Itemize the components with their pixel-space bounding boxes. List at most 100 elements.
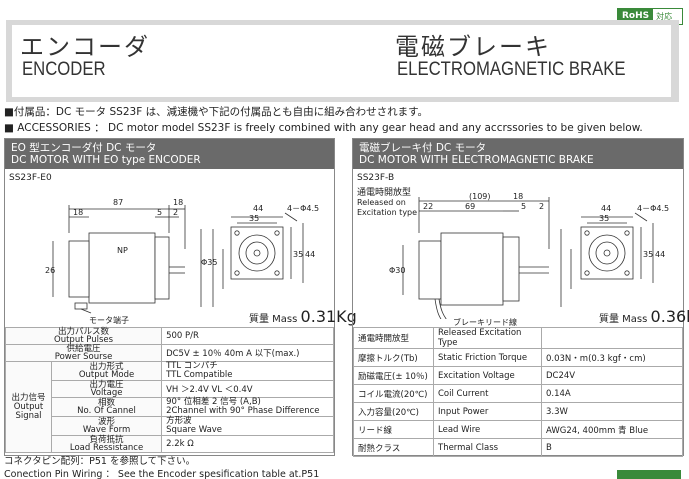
spec-label-en: Wave Form: [82, 425, 131, 435]
spec-label-jp: 相数: [98, 398, 116, 408]
table-row: 出力電圧 Voltage VH ＞2.4V VL ＜0.4V: [6, 380, 334, 398]
brk-dim-35v: 35: [643, 250, 653, 259]
enc-np-label: NP: [117, 246, 128, 255]
brk-dim-35: 35: [599, 214, 609, 223]
spec-value: 500 P/R: [161, 327, 334, 345]
brk-dim-44v: 44: [655, 250, 665, 259]
enc-dim-35v: 35: [293, 250, 303, 259]
spec-label-en: Load Ressistance: [69, 443, 144, 453]
spec-value-line2: Square Wave: [166, 425, 223, 435]
enc-dim-holes: 4－Φ4.5: [287, 204, 319, 213]
spec-label-en: Static Friction Torque: [433, 348, 542, 367]
spec-value-line1: TTL コンパチ: [166, 361, 218, 371]
spec-value: 方形波 Square Wave: [161, 416, 334, 436]
spec-label-jp: 出力電圧: [89, 380, 124, 390]
spec-value-line2: TTL Compatible: [166, 370, 233, 380]
brake-model: SS23F-B: [357, 173, 395, 183]
brk-dim-18: 18: [513, 192, 523, 201]
brk-dim-69: 69: [465, 202, 475, 211]
spec-label: 負荷抵抗 Load Ressistance: [50, 435, 163, 453]
signal-group-jp: 出力信号: [11, 392, 46, 403]
enc-dim-18b: 18: [173, 198, 183, 207]
spec-value-line1: 90° 位相差 2 信号 (A,B): [166, 397, 261, 407]
enc-dim-44: 44: [253, 204, 263, 213]
spec-value: 3.3W: [541, 402, 683, 421]
spec-label-en: Output Pulses: [54, 335, 114, 345]
spec-value: DC5V ± 10％ 40m A 以下(max.): [161, 344, 334, 362]
encoder-mass-label: 質量 Mass: [249, 314, 298, 325]
brk-dim-22: 22: [423, 202, 433, 211]
brake-spec-table: 通電時開放型 Released Excitation Type 摩擦トルク(Tb…: [353, 327, 683, 457]
table-row: 通電時開放型 Released Excitation Type: [353, 327, 683, 349]
brake-mass: 質量 Mass 0.36kg: [599, 307, 689, 326]
accessories-note-jp: ■付属品：DC モータ SS23F は、減速機や下記の付属品とも自由に組み合わせ…: [4, 106, 429, 118]
brk-dim-109: (109): [469, 192, 491, 201]
spec-label-jp: 通電時開放型: [353, 327, 434, 349]
spec-label-en: No. Of Cannel: [77, 406, 136, 416]
brake-title-jp: 電磁ブレーキ付 DC モータ: [359, 142, 487, 154]
brake-drawing: (109) 22 69 18 5 2 Φ30 44 35 4－Φ4.5 35 4…: [389, 192, 669, 319]
table-row: 供給電圧 Power Sourse DC5V ± 10％ 40m A 以下(ma…: [4, 344, 334, 362]
page-header: エンコーダ ENCODER 電磁ブレーキ ELECTROMAGNETIC BRA…: [6, 20, 679, 102]
enc-dim-87: 87: [113, 198, 123, 207]
enc-dim-18a: 18: [73, 208, 83, 217]
encoder-mass: 質量 Mass 0.31Kg: [249, 307, 357, 326]
spec-label: 出力電圧 Voltage: [50, 380, 163, 398]
spec-value-line1: 方形波: [166, 416, 192, 426]
rohs-tag: 対応: [656, 12, 673, 21]
brake-mass-value: 0.36kg: [650, 307, 689, 326]
brake-type-en2: Excitation type: [357, 208, 418, 217]
spec-label-jp: 出力形式: [89, 362, 124, 372]
table-row: 耐熱クラス Thermal Class B: [353, 438, 683, 457]
table-row: リード線 Lead Wire AWG24, 400mm 青 Blue: [353, 420, 683, 439]
brake-panel: 電磁ブレーキ付 DC モータ DC MOTOR WITH ELECTROMAGN…: [352, 138, 689, 457]
enc-dim-26: 26: [45, 266, 55, 275]
spec-value: AWG24, 400mm 青 Blue: [541, 420, 683, 439]
footer-note-jp: コネクタピン配列：P51 を参照して下さい。: [4, 456, 196, 467]
encoder-panel: EO 型エンコーダ付 DC モータ DC MOTOR WITH EO type …: [4, 138, 357, 456]
spec-label-jp: リード線: [353, 420, 434, 439]
spec-value: 0.14A: [541, 384, 683, 403]
spec-label-jp: 出力パルス数: [58, 327, 110, 337]
spec-label-jp: 入力容量(20℃): [353, 402, 434, 421]
encoder-title-en: DC MOTOR WITH EO type ENCODER: [11, 154, 201, 166]
header-right-jp: 電磁ブレーキ: [395, 33, 551, 61]
table-row: 出力信号 Output Signal 出力形式 Output Mode TTL …: [5, 361, 334, 453]
accessories-note-en: ■ ACCESSORIES ： DC motor model SS23F is …: [4, 122, 643, 134]
enc-dim-2: 2: [173, 208, 178, 217]
table-row: 負荷抵抗 Load Ressistance 2.2k Ω: [6, 435, 334, 453]
spec-label-jp: 波形: [98, 417, 116, 427]
spec-label-en: Coil Current: [433, 384, 542, 403]
encoder-mass-value: 0.31Kg: [300, 307, 357, 326]
spec-value: DC24V: [541, 366, 683, 385]
header-content: エンコーダ ENCODER 電磁ブレーキ ELECTROMAGNETIC BRA…: [12, 25, 671, 97]
spec-label-en: Input Power: [433, 402, 542, 421]
encoder-panel-title: EO 型エンコーダ付 DC モータ DC MOTOR WITH EO type …: [5, 139, 334, 169]
enc-dim-35: 35: [249, 214, 259, 223]
spec-label: 出力パルス数 Output Pulses: [4, 327, 163, 345]
signal-group-label: 出力信号 Output Signal: [5, 361, 52, 453]
brk-dim-44: 44: [601, 204, 611, 213]
spec-value: B: [541, 438, 683, 457]
page-tab-marker: [617, 470, 681, 479]
brake-leadwire-label: ブレーキリード線: [453, 318, 517, 327]
spec-label-jp: 耐熱クラス: [353, 438, 434, 457]
enc-dim-5: 5: [157, 208, 162, 217]
spec-value: TTL コンパチ TTL Compatible: [161, 361, 334, 381]
spec-label: 出力形式 Output Mode: [50, 361, 163, 381]
spec-label-jp: コイル電流(20℃): [353, 384, 434, 403]
encoder-model: SS23F-E0: [9, 173, 52, 183]
spec-label-jp: 摩擦トルク(Tb): [353, 348, 434, 367]
table-row: 出力パルス数 Output Pulses 500 P/R: [4, 327, 334, 345]
spec-label-en: Power Sourse: [54, 352, 113, 362]
spec-value: 0.03N・m(0.3 kgf・cm): [541, 348, 683, 367]
table-row: 励磁電圧(± 10％) Excitation Voltage DC24V: [353, 366, 683, 385]
brk-dim-5: 5: [521, 202, 526, 211]
brake-mass-label: 質量 Mass: [599, 314, 648, 325]
signal-group-en2: Signal: [15, 410, 42, 421]
table-row: コイル電流(20℃) Coil Current 0.14A: [353, 384, 683, 403]
header-right-en: ELECTROMAGNETIC BRAKE: [397, 59, 626, 80]
spec-label-en: Released Excitation Type: [433, 327, 542, 349]
footer-note-en: Conection Pin Wiring ： See the Encoder s…: [4, 469, 320, 479]
spec-label: 波形 Wave Form: [50, 416, 163, 436]
